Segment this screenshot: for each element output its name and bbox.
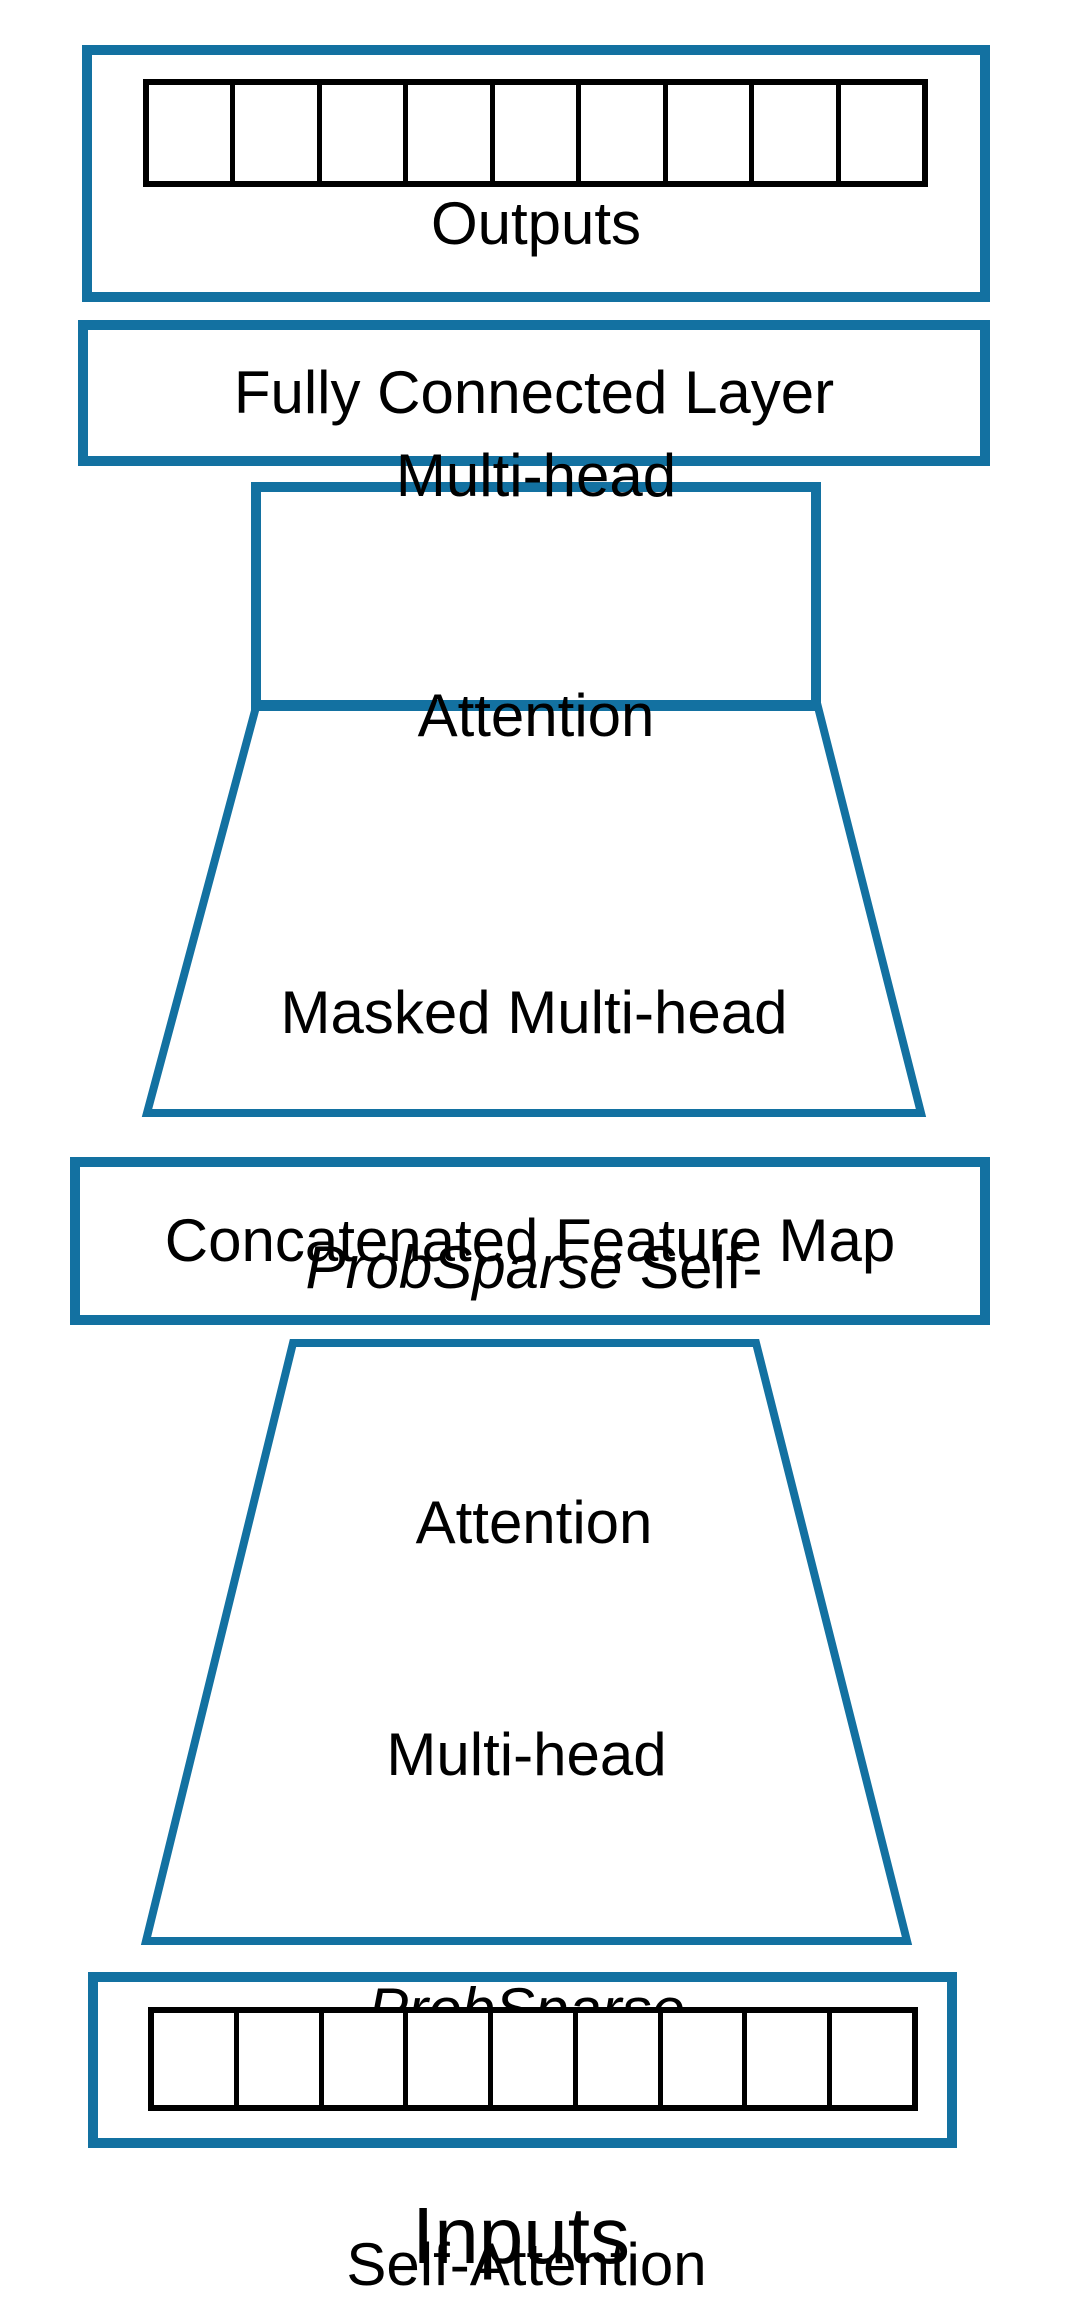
sequence-cell bbox=[576, 85, 663, 181]
sequence-cell bbox=[488, 2013, 573, 2105]
masked-probsparse-line2-rest: Self- bbox=[622, 1234, 763, 1301]
outputs-label: Outputs bbox=[430, 190, 642, 257]
sequence-cell bbox=[572, 2013, 658, 2105]
sequence-cell bbox=[662, 85, 750, 181]
multi-head-attention-label: Multi-head Attention bbox=[396, 276, 676, 916]
multi-head-attention-line2: Attention bbox=[417, 682, 655, 749]
concatenated-feature-map-box: Concatenated Feature Map bbox=[70, 1157, 990, 1325]
sequence-cell bbox=[657, 2013, 743, 2105]
outputs-sequence-cells bbox=[143, 79, 928, 187]
sequence-cell bbox=[154, 2013, 234, 2105]
sequence-cell bbox=[742, 2013, 828, 2105]
inputs-label: Inputs bbox=[412, 2191, 630, 2280]
sequence-cell bbox=[403, 2013, 489, 2105]
probsparse-line1: Multi-head bbox=[386, 1721, 667, 1788]
sequence-cell bbox=[230, 85, 317, 181]
fully-connected-layer-label: Fully Connected Layer bbox=[233, 359, 835, 426]
fully-connected-layer-box: Fully Connected Layer bbox=[78, 320, 990, 466]
sequence-cell bbox=[827, 2013, 913, 2105]
masked-probsparse-line3: Attention bbox=[415, 1489, 653, 1556]
masked-probsparse-line2: ProbSparse Self- bbox=[147, 1225, 921, 1310]
sequence-cell bbox=[318, 2013, 404, 2105]
multi-head-attention-box: Multi-head Attention bbox=[251, 442, 821, 749]
sequence-cell bbox=[316, 85, 404, 181]
probsparse-trapezoid-shape bbox=[140, 1339, 913, 1945]
probsparse-line3: Self-Attention bbox=[346, 2231, 707, 2298]
sequence-cell bbox=[749, 85, 836, 181]
inputs-sequence-cells bbox=[148, 2007, 918, 2111]
multi-head-attention-line1: Multi-head bbox=[395, 442, 677, 509]
sequence-cell bbox=[149, 85, 231, 181]
sequence-cell bbox=[489, 85, 577, 181]
probsparse-italic-word: ProbSparse bbox=[305, 1234, 623, 1301]
sequence-cell bbox=[835, 85, 922, 181]
masked-probsparse-line1: Masked Multi-head bbox=[280, 979, 788, 1046]
sequence-cell bbox=[233, 2013, 319, 2105]
masked-probsparse-attention-label: Masked Multi-head ProbSparse Self- Atten… bbox=[147, 800, 921, 1735]
concatenated-feature-map-label: Concatenated Feature Map bbox=[164, 1207, 896, 1274]
sequence-cell bbox=[403, 85, 490, 181]
